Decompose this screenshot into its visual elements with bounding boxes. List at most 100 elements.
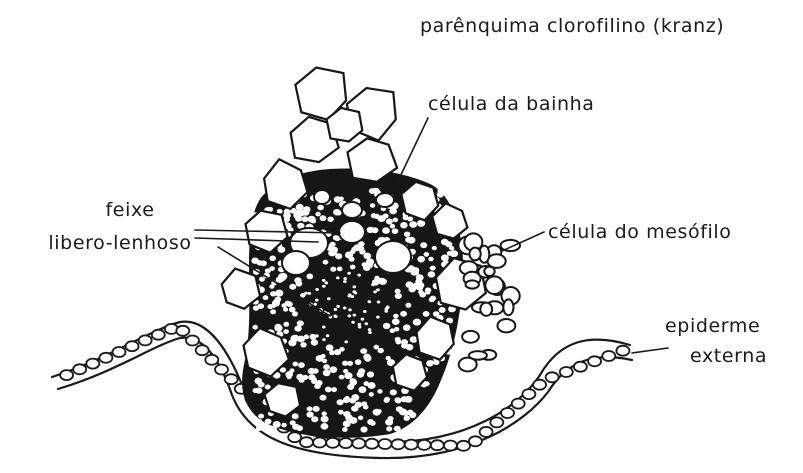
leader-line-sheath [398, 118, 428, 181]
small-cell [407, 217, 413, 222]
small-cell [322, 285, 326, 288]
epidermis-cell [225, 374, 238, 384]
small-cell [326, 334, 330, 337]
xylem-vessel [339, 221, 365, 243]
small-cell [349, 417, 357, 424]
epidermis-cell [86, 359, 99, 369]
small-cell [298, 362, 305, 368]
small-cell [373, 409, 381, 416]
small-cell [320, 395, 327, 401]
small-cell [316, 355, 324, 362]
small-cell [300, 342, 306, 347]
small-cell [286, 375, 291, 380]
small-cell [390, 389, 397, 395]
epidermis-cell [313, 438, 326, 448]
epidermis-cell [152, 330, 165, 340]
small-cell [260, 260, 267, 266]
small-cell [299, 378, 305, 383]
small-cell [358, 323, 362, 326]
small-cell [258, 414, 264, 419]
small-cell [311, 416, 318, 422]
small-cell [322, 411, 327, 416]
epidermis-cell [73, 364, 86, 374]
small-cell [424, 381, 429, 386]
small-cell [292, 413, 299, 419]
epidermis-cell [490, 417, 503, 427]
small-cell [357, 371, 365, 377]
small-cell [330, 267, 336, 272]
small-cell [294, 326, 301, 332]
small-cell [357, 274, 361, 277]
small-cell [445, 241, 452, 247]
small-cell [367, 371, 374, 377]
epidermis-cell [365, 439, 378, 449]
epidermis-cell [60, 370, 73, 380]
small-cell [348, 308, 352, 311]
small-cell [317, 205, 324, 211]
small-cell [383, 323, 391, 329]
small-cell [283, 307, 288, 311]
epidermis-cell [99, 353, 112, 363]
small-cell [320, 215, 327, 221]
small-cell [302, 209, 310, 216]
small-cell [368, 331, 372, 334]
small-cell [439, 307, 446, 313]
mesophyll-cell [485, 276, 503, 294]
small-cell [334, 196, 341, 202]
small-cell [331, 387, 337, 392]
small-cell [256, 426, 262, 431]
label-epidermis-line1: epiderme [665, 315, 760, 337]
epidermis-cell [126, 341, 139, 351]
small-cell [310, 334, 317, 340]
small-cell [329, 350, 335, 355]
epidermis-cell [522, 389, 535, 399]
small-cell [274, 325, 282, 332]
mesophyll-cell [498, 319, 516, 332]
small-cell [374, 345, 380, 350]
small-cell [393, 314, 399, 319]
small-cell [259, 277, 265, 282]
small-cell [343, 420, 351, 427]
xylem-vessel [375, 241, 411, 273]
mesophyll-cell [480, 303, 492, 316]
small-cell [355, 359, 362, 365]
small-cell [307, 406, 313, 411]
small-cell [450, 250, 458, 257]
mesophyll-cell [462, 331, 479, 343]
small-cell [338, 410, 344, 415]
small-cell [373, 290, 377, 293]
small-cell [347, 361, 353, 366]
small-cell [367, 419, 374, 425]
small-cell [252, 325, 258, 330]
small-cell [405, 396, 413, 403]
small-cell [316, 380, 323, 386]
small-cell [348, 295, 352, 298]
small-cell [269, 255, 276, 261]
epidermis-cell [512, 399, 525, 409]
epidermis-cell [405, 440, 418, 450]
small-cell [270, 291, 276, 296]
epidermis-cell [186, 336, 199, 346]
label-bundle-sheath-cell: célula da bainha [428, 93, 594, 115]
small-cell [315, 299, 319, 302]
small-cell [386, 306, 390, 309]
small-cell [325, 281, 329, 284]
small-cell [406, 281, 414, 288]
small-cell [307, 412, 314, 418]
small-cell [420, 242, 427, 248]
small-cell [413, 319, 421, 326]
small-cell [390, 224, 395, 229]
small-cell [278, 273, 284, 278]
epidermis-cell [139, 335, 152, 345]
small-cell [322, 338, 326, 341]
small-cell [395, 337, 401, 342]
small-cell [306, 274, 313, 280]
small-cell [364, 381, 370, 386]
small-cell [400, 311, 407, 317]
small-cell [327, 217, 333, 222]
mesophyll-cell [488, 254, 506, 268]
small-cell [408, 410, 413, 415]
small-cell [382, 227, 390, 234]
small-cell [343, 411, 350, 417]
small-cell [371, 213, 377, 218]
